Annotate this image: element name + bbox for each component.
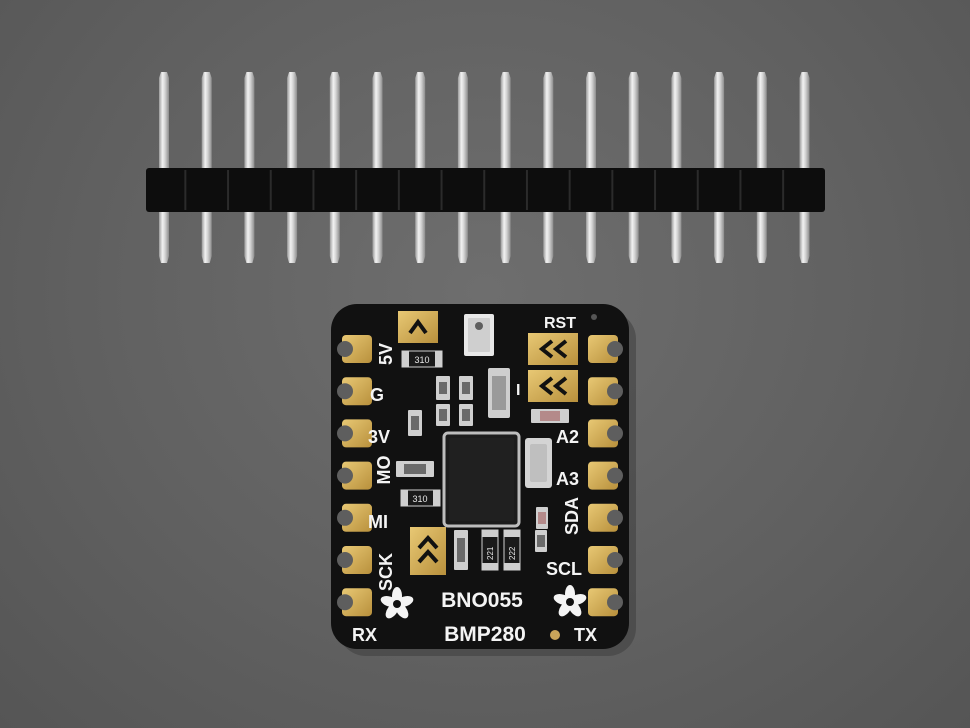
right-pin-labels: RST I A2 A3 SDA SCL TX: [516, 315, 597, 645]
castellated-pad: [342, 419, 372, 448]
castellated-pad: [342, 377, 372, 406]
header-pin: [244, 72, 255, 263]
header-pin: [714, 72, 725, 263]
mounting-dot-top: [591, 314, 597, 320]
pin-label-tx: TX: [574, 625, 597, 645]
flower-center: [566, 598, 574, 606]
adafruit-flower-logo-left: [380, 587, 414, 619]
pin-header-strip: [146, 72, 825, 263]
bmp280-sensor: [464, 314, 494, 356]
smd-capacitors: [396, 368, 569, 570]
header-pin: [500, 72, 511, 263]
smd-resistor-222: 222: [503, 529, 521, 571]
header-pin: [671, 72, 682, 263]
header-pin: [628, 72, 639, 263]
header-pin: [201, 72, 212, 263]
left-castellated-pads: [337, 335, 372, 617]
castellated-hole: [607, 425, 623, 442]
bno055-bmp280-breakout-board: 310 310 221 222: [331, 304, 636, 656]
castellated-pad: [588, 335, 618, 363]
pin-label-3v: 3V: [368, 427, 390, 447]
header-plastic-body: [146, 168, 825, 212]
pin-label-a3: A3: [556, 469, 579, 489]
smd-resistor-310-top: 310: [401, 350, 443, 368]
castellated-hole: [607, 383, 623, 400]
pin-label-5v: 5V: [376, 343, 396, 365]
resistor-mark-4: 222: [508, 546, 517, 560]
header-pins: [159, 72, 810, 263]
castellated-hole: [337, 552, 353, 568]
pin-label-a2: A2: [556, 427, 579, 447]
header-pin: [586, 72, 596, 263]
castellated-pad: [588, 461, 618, 490]
castellated-hole: [607, 594, 623, 611]
header-pin: [159, 72, 169, 263]
resistor-mark-1: 310: [414, 355, 429, 365]
castellated-pad: [588, 588, 618, 617]
castellated-hole: [337, 467, 353, 484]
castellated-pad: [588, 503, 618, 532]
left-pin-labels: 5V G 3V MO MI SCK RX: [352, 343, 396, 645]
castellated-hole: [607, 341, 623, 357]
pin-label-rx: RX: [352, 625, 377, 645]
castellated-hole: [607, 467, 623, 484]
header-pin: [372, 72, 383, 263]
castellated-pad: [342, 335, 372, 363]
smd-resistor-310-left: 310: [400, 489, 441, 507]
castellated-pad: [342, 461, 372, 490]
pin-label-rst: RST: [544, 315, 576, 332]
jumper-pad-rst: [528, 333, 578, 365]
flower-center: [393, 600, 401, 608]
header-pin: [415, 72, 426, 263]
resistor-mark-2: 310: [412, 494, 427, 504]
jumper-pad-bottom: [410, 527, 446, 575]
header-plastic-segments: [184, 170, 785, 210]
crystal-oscillator: [525, 438, 552, 488]
pin-label-mo: MO: [374, 456, 394, 485]
pin-label-scl: SCL: [546, 559, 582, 579]
castellated-hole: [337, 425, 353, 442]
header-pin: [756, 72, 767, 263]
castellated-hole: [337, 341, 353, 357]
header-pin: [457, 72, 468, 263]
castellated-hole: [607, 552, 623, 568]
jumper-pad-i: [528, 370, 578, 402]
header-pin: [287, 72, 298, 263]
header-pin: [329, 72, 340, 263]
header-pin: [799, 72, 810, 263]
castellated-pad: [588, 546, 618, 574]
adafruit-flower-logo-right: [553, 585, 587, 617]
castellated-hole: [337, 594, 353, 611]
castellated-hole: [337, 383, 353, 400]
pin-label-mi: MI: [368, 512, 388, 532]
castellated-pad: [588, 419, 618, 448]
chip-label-bmp280: BMP280: [444, 623, 526, 646]
chip-label-bno055: BNO055: [441, 589, 523, 612]
ic-top: [449, 438, 514, 521]
header-pin: [543, 72, 554, 263]
pin-label-sda: SDA: [562, 497, 582, 535]
right-castellated-pads: [588, 335, 623, 617]
pin-label-g: G: [370, 385, 384, 405]
pin-label-i: I: [516, 382, 520, 399]
castellated-pad: [588, 377, 618, 406]
castellated-pad: [342, 588, 372, 617]
chip-labels: BNO055 BMP280: [441, 589, 526, 646]
castellated-pad: [342, 546, 372, 574]
pin-label-sck: SCK: [376, 553, 396, 591]
castellated-pad: [342, 503, 372, 532]
castellated-hole: [337, 509, 353, 526]
jumper-pad-top-left: [398, 311, 438, 343]
castellated-hole: [607, 509, 623, 526]
mounting-dot: [550, 630, 560, 640]
smd-resistor-221: 221: [481, 529, 499, 571]
resistor-mark-3: 221: [486, 546, 495, 560]
